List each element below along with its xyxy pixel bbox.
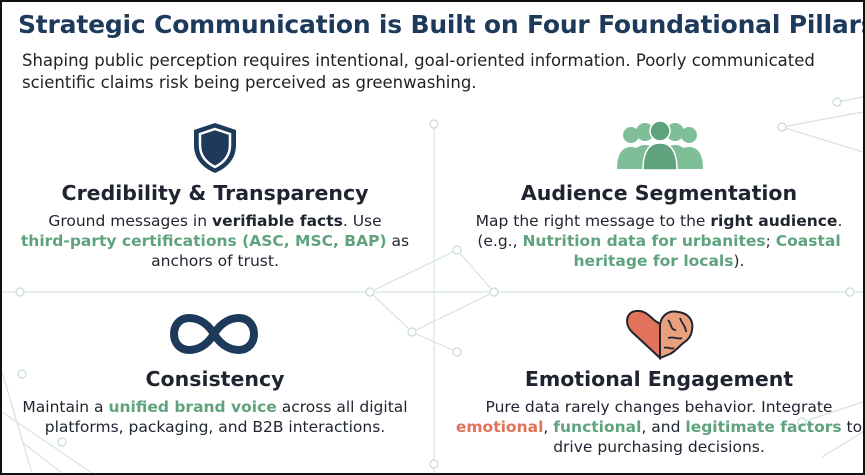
pillar-consistency: Consistency Maintain a unified brand voi… bbox=[15, 367, 415, 437]
desc-text: Maintain a bbox=[22, 398, 109, 416]
highlight-verifiable-facts: verifiable facts bbox=[211, 212, 343, 230]
page-subtitle: Shaping public perception requires inten… bbox=[22, 51, 815, 92]
desc-text: Ground messages in bbox=[48, 212, 212, 230]
highlight-functional: functional bbox=[553, 418, 642, 436]
pillar-description-consistency: Maintain a unified brand voice across al… bbox=[15, 397, 415, 437]
highlight-certifications: third-party certifications (ASC, MSC, BA… bbox=[20, 232, 387, 250]
desc-text: anchors of trust. bbox=[151, 252, 279, 270]
highlight-right-audience: right audience bbox=[710, 212, 838, 230]
pillar-heading-credibility: Credibility & Transparency bbox=[61, 181, 369, 205]
desc-text: Map the right message to the bbox=[475, 212, 711, 230]
shield-icon bbox=[194, 123, 236, 173]
desc-text: ). bbox=[733, 252, 745, 270]
highlight-emotional: emotional bbox=[455, 418, 544, 436]
pillar-audience: Audience Segmentation Map the right mess… bbox=[454, 181, 863, 271]
pillar-description-emotional: Pure data rarely changes behavior. Integ… bbox=[454, 397, 863, 457]
pillar-heading-consistency: Consistency bbox=[145, 367, 285, 391]
desc-text: , bbox=[543, 418, 554, 436]
desc-text: as bbox=[386, 232, 410, 250]
desc-text: ; bbox=[765, 232, 776, 250]
desc-text: (e.g., bbox=[477, 232, 523, 250]
highlight-nutrition-data: Nutrition data for urbanites bbox=[522, 232, 766, 250]
desc-text: , and bbox=[641, 418, 686, 436]
desc-text: across all digital bbox=[276, 398, 408, 416]
pillar-credibility: Credibility & Transparency Ground messag… bbox=[15, 181, 415, 271]
infinity-icon bbox=[170, 314, 258, 354]
audience-group-icon bbox=[617, 120, 703, 171]
desc-text: drive purchasing decisions. bbox=[553, 438, 765, 456]
pillar-heading-emotional: Emotional Engagement bbox=[524, 367, 794, 391]
desc-text: . Use bbox=[342, 212, 382, 230]
highlight-heritage: heritage for locals bbox=[573, 252, 734, 270]
pillar-emotional: Emotional Engagement Pure data rarely ch… bbox=[454, 367, 863, 457]
desc-text: . bbox=[837, 212, 843, 230]
highlight-legitimate-factors: legitimate factors bbox=[685, 418, 842, 436]
desc-text: to bbox=[841, 418, 863, 436]
heart-brain-icon bbox=[626, 309, 694, 360]
pillar-description-credibility: Ground messages in verifiable facts. Use… bbox=[15, 211, 415, 271]
pillar-description-audience: Map the right message to the right audie… bbox=[454, 211, 863, 271]
highlight-brand-voice: unified brand voice bbox=[108, 398, 277, 416]
page-title: Strategic Communication is Built on Four… bbox=[18, 10, 865, 39]
pillar-heading-audience: Audience Segmentation bbox=[520, 181, 798, 205]
desc-text: platforms, packaging, and B2B interactio… bbox=[44, 418, 386, 436]
desc-text: Pure data rarely changes behavior. Integ… bbox=[485, 398, 833, 416]
highlight-coastal: Coastal bbox=[775, 232, 841, 250]
